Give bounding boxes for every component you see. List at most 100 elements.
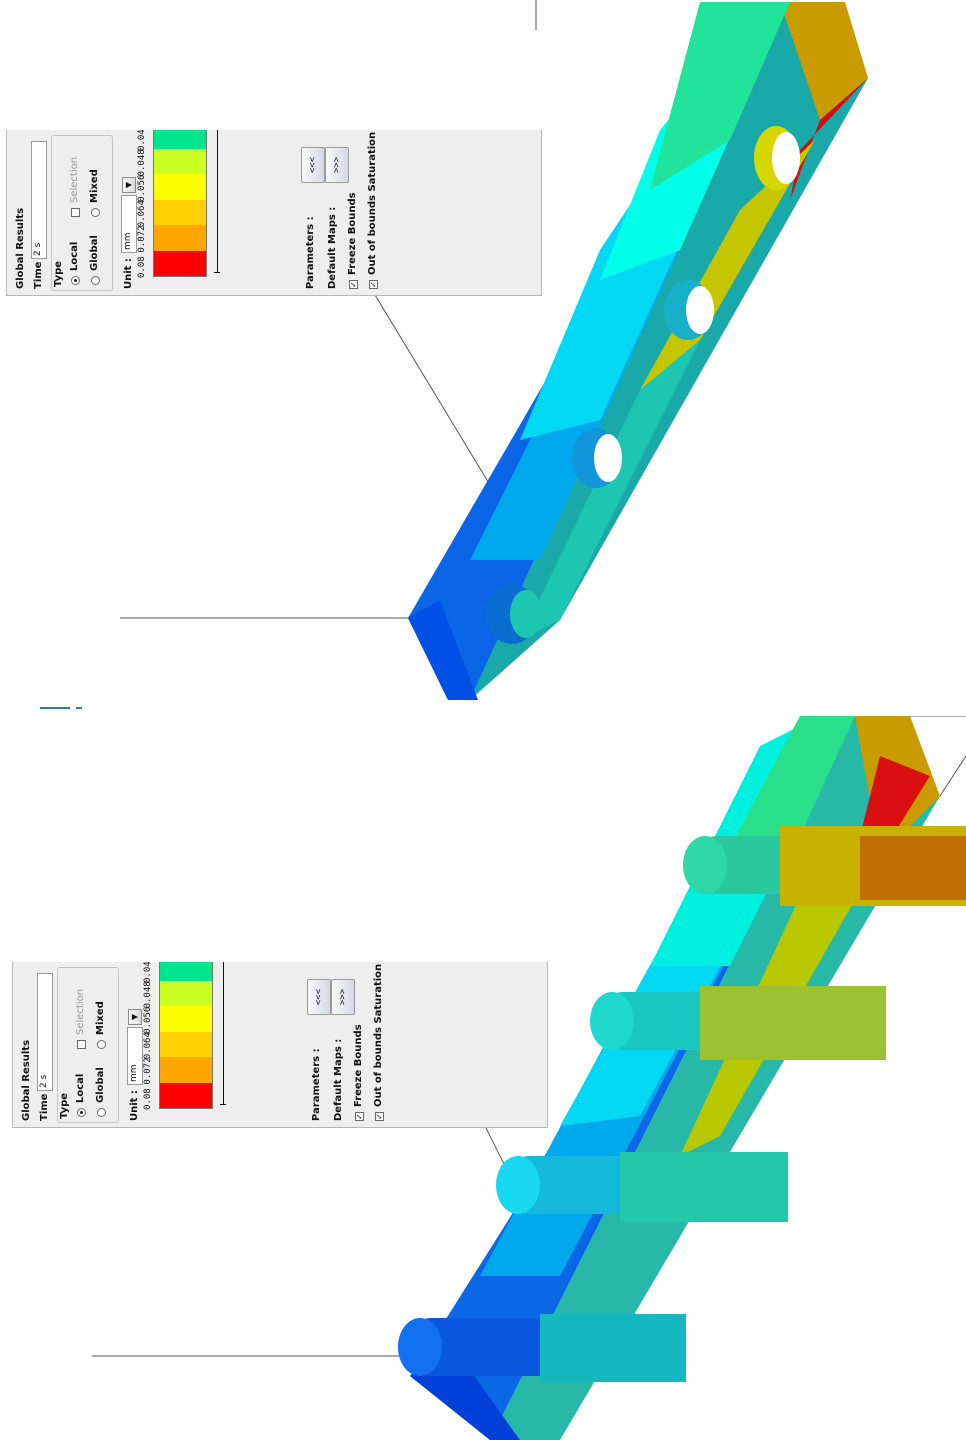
scale-tick-label: 0.04 bbox=[137, 130, 147, 151]
out-of-bounds-label: Out of bounds Saturation bbox=[373, 963, 384, 1107]
scale-color-cell bbox=[160, 1006, 212, 1032]
unit-label: Unit : bbox=[123, 258, 134, 289]
scale-color-cell bbox=[160, 1031, 212, 1058]
selection-checkbox[interactable] bbox=[77, 1040, 86, 1049]
scale-bar bbox=[217, 130, 218, 273]
scale-tick-label: 0.064 bbox=[137, 200, 147, 228]
time-label: Time bbox=[33, 261, 44, 289]
time-field[interactable]: 2 s bbox=[31, 141, 47, 259]
pin-4 bbox=[398, 1314, 686, 1382]
local-radio[interactable] bbox=[71, 276, 80, 285]
band-004 bbox=[650, 2, 790, 190]
parameters-label: Parameters : bbox=[305, 216, 316, 289]
local-radio[interactable] bbox=[77, 1108, 86, 1117]
type-label: Type bbox=[59, 1092, 70, 1119]
side-face-high bbox=[780, 2, 868, 120]
view-divider bbox=[0, 704, 966, 716]
local-label: Local bbox=[75, 1073, 86, 1103]
scale-color-cell bbox=[154, 149, 206, 175]
selection-checkbox[interactable] bbox=[71, 208, 80, 217]
type-label: Type bbox=[53, 260, 64, 287]
scale-tick-label: 0.048 bbox=[137, 149, 147, 177]
global-radio[interactable] bbox=[97, 1108, 106, 1117]
unit-label: Unit : bbox=[129, 1090, 140, 1121]
scale-bar bbox=[223, 962, 224, 1105]
pin-2 bbox=[590, 986, 886, 1060]
scale-tick-label: 0.056 bbox=[143, 1006, 153, 1034]
scale-tick-label: 0.064 bbox=[143, 1032, 153, 1060]
results-legend: Global Results Time 2 s Type Local Selec… bbox=[12, 962, 548, 1128]
unit-select[interactable]: mm bbox=[121, 195, 137, 253]
prev-button[interactable]: <<< bbox=[301, 147, 325, 183]
freeze-bounds-checkbox[interactable]: ✓ bbox=[349, 280, 358, 289]
out-of-bounds-label: Out of bounds Saturation bbox=[367, 131, 378, 275]
leader-line bbox=[371, 289, 491, 486]
side-face-cyan bbox=[520, 340, 700, 640]
mixed-label: Mixed bbox=[89, 169, 100, 203]
panel-title: Global Results bbox=[15, 207, 26, 289]
parameters-label: Parameters : bbox=[311, 1048, 322, 1121]
out-of-bounds-checkbox[interactable]: ✓ bbox=[375, 1112, 384, 1121]
mixed-label: Mixed bbox=[95, 1001, 106, 1035]
color-scale bbox=[153, 130, 207, 277]
scale-color-cell bbox=[160, 1057, 212, 1083]
scale-color-cell bbox=[160, 962, 212, 982]
hole-opening bbox=[772, 132, 800, 184]
color-scale bbox=[159, 962, 213, 1109]
default-maps-label: Default Maps : bbox=[333, 1038, 344, 1121]
fem-model-plate-with-pins[interactable] bbox=[0, 716, 966, 1440]
time-field[interactable]: 2 s bbox=[37, 973, 53, 1091]
scale-tick-label: 0.08 bbox=[143, 1088, 153, 1110]
legend-panel-bottom: Global Results Time 2 s Type Local Selec… bbox=[12, 962, 548, 1130]
scale-tick-label: 0.08 bbox=[137, 256, 147, 278]
next-button[interactable]: >>> bbox=[331, 979, 355, 1015]
unit-dropdown-arrow-icon[interactable]: ▼ bbox=[122, 177, 136, 193]
mixed-radio[interactable] bbox=[91, 208, 100, 217]
viewport-top[interactable]: Global Results Time 2 s Type Local Selec… bbox=[0, 0, 966, 705]
scale-color-cell bbox=[154, 199, 206, 226]
hole-opening bbox=[510, 590, 542, 638]
pin-1 bbox=[683, 826, 966, 906]
mixed-radio[interactable] bbox=[97, 1040, 106, 1049]
freeze-bounds-label: Freeze Bounds bbox=[347, 192, 358, 275]
freeze-bounds-label: Freeze Bounds bbox=[353, 1024, 364, 1107]
hole-opening bbox=[686, 286, 714, 334]
unit-dropdown-arrow-icon[interactable]: ▼ bbox=[128, 1009, 142, 1025]
prev-button[interactable]: <<< bbox=[307, 979, 331, 1015]
local-label: Local bbox=[69, 241, 80, 271]
scale-tick-label: 0.072 bbox=[143, 1057, 153, 1085]
scale-tick-label: 0.04 bbox=[143, 962, 153, 983]
next-button[interactable]: >>> bbox=[325, 147, 349, 183]
global-label: Global bbox=[95, 1067, 106, 1103]
band-004 bbox=[720, 716, 855, 866]
scale-color-cell bbox=[154, 250, 206, 276]
default-maps-label: Default Maps : bbox=[327, 206, 338, 289]
results-legend: Global Results Time 2 s Type Local Selec… bbox=[6, 130, 542, 296]
freeze-bounds-checkbox[interactable]: ✓ bbox=[355, 1112, 364, 1121]
band-min bbox=[410, 1356, 520, 1440]
unit-select[interactable]: mm bbox=[127, 1027, 143, 1085]
scale-tick-label: 0.056 bbox=[137, 174, 147, 202]
band-min bbox=[408, 600, 478, 700]
panel-title: Global Results bbox=[21, 1039, 32, 1121]
fem-model-plate-with-holes[interactable] bbox=[0, 0, 966, 705]
scale-bar-cap bbox=[214, 272, 220, 273]
scale-color-cell bbox=[160, 1082, 212, 1108]
global-label: Global bbox=[89, 235, 100, 271]
pin-3 bbox=[496, 1152, 788, 1222]
scale-color-cell bbox=[154, 225, 206, 251]
scale-bar-cap bbox=[220, 1104, 226, 1105]
leader-line bbox=[939, 755, 966, 797]
time-label: Time bbox=[39, 1093, 50, 1121]
scale-color-cell bbox=[154, 130, 206, 150]
out-of-bounds-checkbox[interactable]: ✓ bbox=[369, 280, 378, 289]
viewport-bottom[interactable]: Global Results Time 2 s Type Local Selec… bbox=[0, 716, 966, 1440]
hole-opening bbox=[594, 434, 622, 482]
scale-color-cell bbox=[160, 981, 212, 1007]
scale-tick-label: 0.072 bbox=[137, 225, 147, 253]
global-radio[interactable] bbox=[91, 276, 100, 285]
scale-tick-label: 0.048 bbox=[143, 981, 153, 1009]
selection-label: Selection bbox=[75, 988, 86, 1035]
scale-color-cell bbox=[154, 174, 206, 200]
legend-panel-top: Global Results Time 2 s Type Local Selec… bbox=[6, 130, 542, 298]
